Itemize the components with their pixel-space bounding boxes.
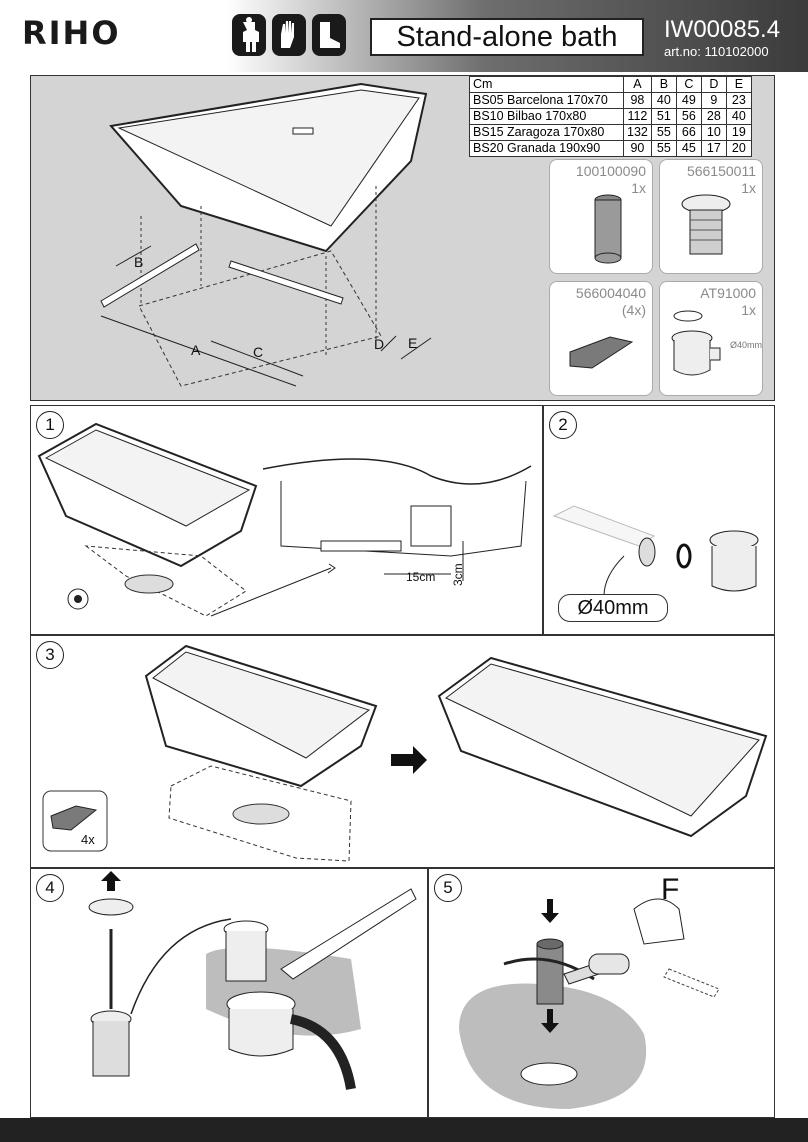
step-1-panel: 1 15cm 3cm: [30, 405, 543, 635]
part-code: 566004040: [575, 285, 646, 301]
step-5-panel: 5 F: [428, 868, 775, 1118]
pipe-diameter-callout: Ø40mm: [558, 594, 668, 622]
part-qty: 1x: [741, 302, 756, 318]
boots-icon: [312, 14, 346, 56]
table-cell: 90: [623, 140, 652, 157]
part-card-waste-plug: 566150011 1x: [659, 159, 763, 274]
step-number: 1: [36, 411, 64, 439]
table-cell: 98: [623, 92, 652, 109]
part-qty: 1x: [741, 180, 756, 196]
dimension-table: Cm A B C D E BS05 Barcelona 170x70 98 40…: [469, 76, 752, 157]
dimension-b-label: B: [134, 254, 144, 270]
dimension-horizontal-label: 15cm: [406, 570, 436, 584]
table-row: BS05 Barcelona 170x70 98 40 49 9 23: [469, 92, 752, 109]
dimension-c-label: C: [253, 344, 264, 360]
dimension-e-label: E: [408, 335, 418, 351]
step-4-drawing: [88, 871, 417, 1090]
step-2-drawing: [552, 505, 759, 597]
table-cell: 132: [623, 124, 652, 141]
step-number: 3: [36, 641, 64, 669]
step-5-drawing: [459, 898, 720, 1109]
dimension-d-label: D: [374, 336, 385, 352]
table-cell: 17: [700, 140, 727, 157]
part-card-waste-trap: AT91000 1x Ø40mm: [659, 281, 763, 396]
waste-trap-icon: [671, 310, 721, 376]
step-number: 4: [36, 874, 64, 902]
table-cell: 49: [675, 92, 702, 109]
table-cell: BS05 Barcelona 170x70: [469, 92, 624, 109]
step-3-panel: 3 4x: [30, 635, 775, 868]
part-code: 100100090: [575, 163, 646, 179]
table-cell: 112: [623, 108, 652, 125]
table-cell: BS10 Bilbao 170x80: [469, 108, 624, 125]
table-cell: 19: [725, 124, 752, 141]
part-code: 566150011: [686, 163, 756, 179]
step-number: 5: [434, 874, 462, 902]
article-number: art.no: 110102000: [664, 44, 769, 59]
header-bar: RIHO Stand-alone bath IW00085.4 art.no: …: [0, 0, 808, 72]
document-id: IW00085.4: [664, 16, 781, 43]
table-cell: BS15 Zaragoza 170x80: [469, 124, 624, 141]
document-title: Stand-alone bath: [370, 18, 644, 56]
footer-bar: [0, 1118, 808, 1142]
dimension-vertical-label: 3cm: [451, 563, 465, 586]
table-cell: 55: [650, 140, 677, 157]
dimension-a-label: A: [191, 342, 201, 358]
table-header-cell: B: [650, 76, 677, 93]
wedge-icon: [569, 336, 634, 369]
table-header-cell: Cm: [469, 76, 624, 93]
table-row: BS10 Bilbao 170x80 112 51 56 28 40: [469, 108, 752, 125]
table-cell: 66: [675, 124, 702, 141]
table-cell: 45: [675, 140, 702, 157]
table-cell: 40: [725, 108, 752, 125]
table-cell: 51: [650, 108, 677, 125]
step-3-drawing: [42, 644, 768, 862]
part-card-drain-tool: 100100090 1x: [549, 159, 653, 274]
table-cell: 28: [700, 108, 727, 125]
table-cell: 23: [725, 92, 752, 109]
table-cell: 9: [700, 92, 727, 109]
waste-plug-icon: [681, 194, 731, 255]
overview-panel: A B C D E Cm A B C D E BS05 Barcelona 17…: [30, 75, 775, 401]
pipe-diameter-note: Ø40mm: [730, 340, 763, 350]
part-card-wedges: 566004040 (4x): [549, 281, 653, 396]
table-cell: BS20 Granada 190x90: [469, 140, 624, 157]
step-number: 2: [549, 411, 577, 439]
table-cell: 55: [650, 124, 677, 141]
brand-logo: RIHO: [22, 14, 121, 52]
part-qty: 1x: [631, 180, 646, 196]
table-cell: 40: [650, 92, 677, 109]
step-2-panel: 2 Ø40mm: [543, 405, 775, 635]
table-cell: 20: [725, 140, 752, 157]
force-label: F: [661, 873, 680, 906]
step-1-drawing: [37, 422, 532, 617]
table-header-cell: E: [725, 76, 752, 93]
part-code: AT91000: [700, 285, 756, 301]
table-row: BS20 Granada 190x90 90 55 45 17 20: [469, 140, 752, 157]
table-cell: 56: [675, 108, 702, 125]
bath-dimension-drawing: [100, 82, 432, 387]
table-row: BS15 Zaragoza 170x80 132 55 66 10 19: [469, 124, 752, 141]
step-4-panel: 4: [30, 868, 428, 1118]
wedge-quantity-label: 4x: [81, 832, 95, 847]
gloves-icon: [272, 14, 306, 56]
table-header-row: Cm A B C D E: [469, 76, 752, 93]
table-header-cell: C: [675, 76, 702, 93]
table-header-cell: A: [623, 76, 652, 93]
drain-tool-icon: [594, 194, 622, 264]
table-header-cell: D: [700, 76, 727, 93]
part-qty: (4x): [621, 302, 646, 318]
overall-icon: [232, 14, 266, 56]
table-cell: 10: [700, 124, 727, 141]
